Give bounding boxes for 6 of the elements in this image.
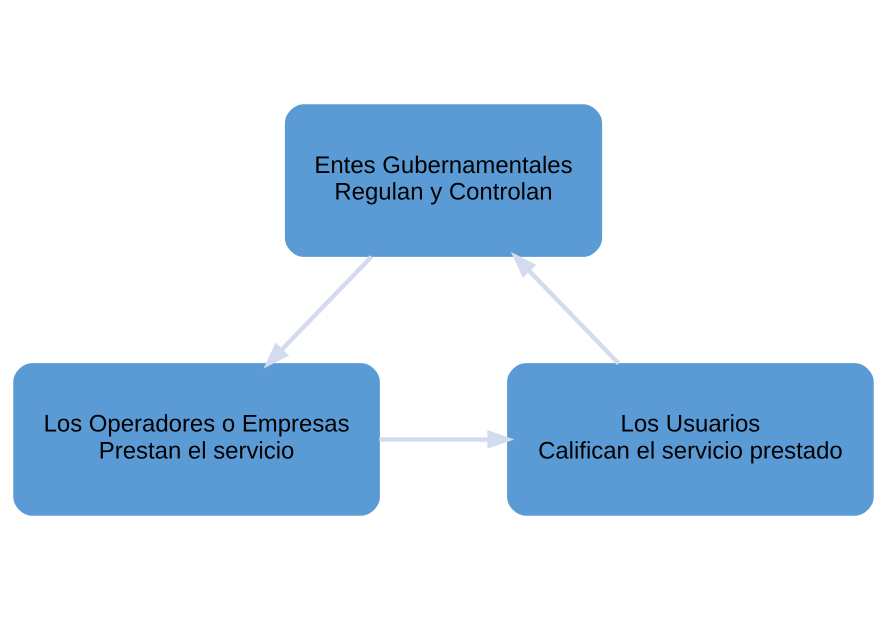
- arrow: [264, 255, 374, 368]
- arrow: [510, 252, 620, 366]
- node-box: Los Usuarios Califican el servicio prestado: [507, 363, 874, 516]
- arrow: [379, 430, 514, 449]
- node-box: Los Operadores o Empresas Prestan el servicio: [13, 363, 380, 516]
- node-box: Entes Gubernamentales Regulan y Controlan: [284, 104, 602, 257]
